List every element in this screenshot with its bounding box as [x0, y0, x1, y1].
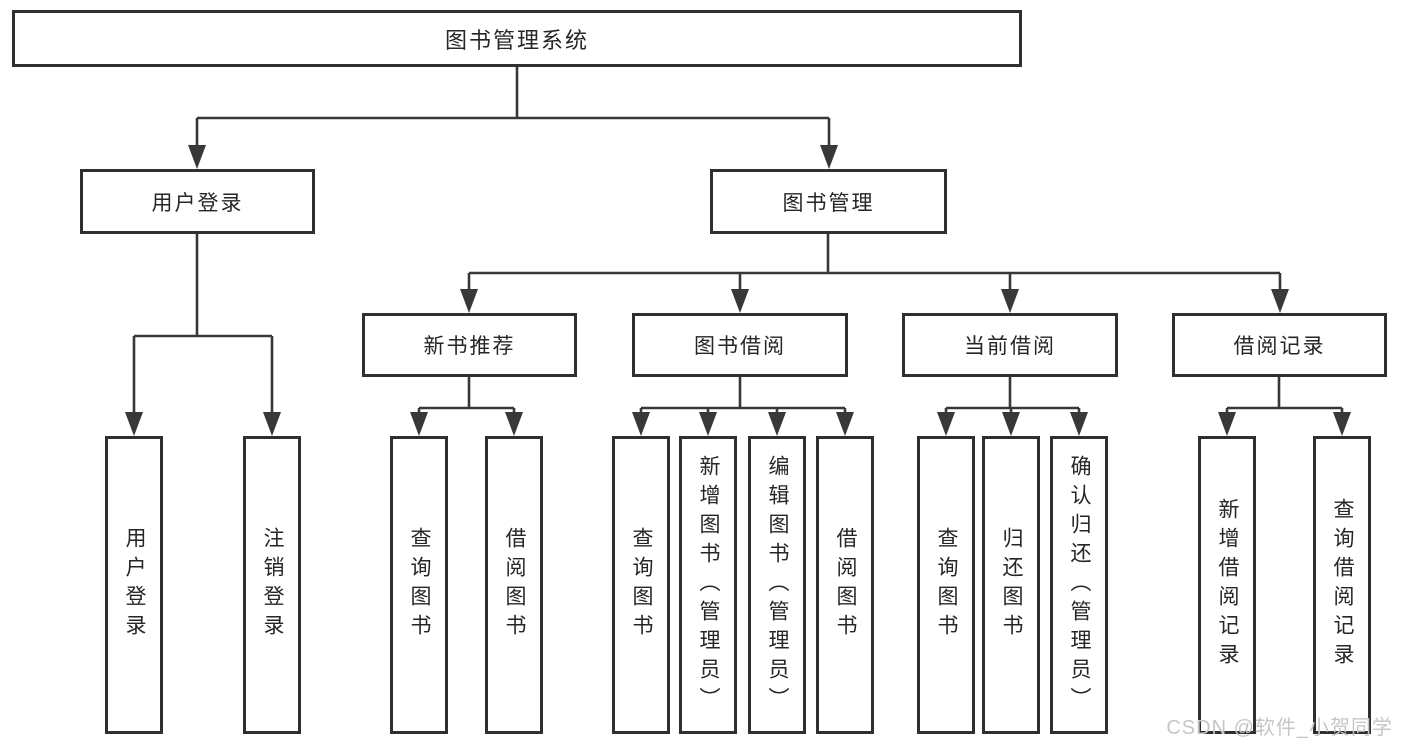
- leaf-current-return-label: 归还图书: [1000, 527, 1023, 643]
- leaf-borrow-borrow-label: 借阅图书: [834, 527, 857, 643]
- node-book-mgmt-label: 图书管理: [782, 191, 875, 215]
- branch-book-borrow: [632, 377, 854, 436]
- leaf-newbook-query-label: 查询图书: [408, 527, 431, 643]
- node-borrow-record: 借阅记录: [1172, 313, 1387, 377]
- leaf-current-confirm-label: 确认归还（管理员）: [1068, 454, 1091, 716]
- leaf-current-confirm: 确认归还（管理员）: [1050, 436, 1108, 734]
- leaf-borrow-borrow: 借阅图书: [816, 436, 874, 734]
- leaf-logout: 注销登录: [243, 436, 301, 734]
- leaf-borrow-add: 新增图书（管理员）: [679, 436, 737, 734]
- node-current-borrow: 当前借阅: [902, 313, 1118, 377]
- node-root-label: 图书管理系统: [444, 27, 589, 53]
- leaf-borrow-query-label: 查询图书: [630, 527, 653, 643]
- node-book-mgmt: 图书管理: [710, 169, 947, 234]
- leaf-record-add-label: 新增借阅记录: [1216, 498, 1239, 672]
- node-new-book-rec: 新书推荐: [362, 313, 577, 377]
- leaf-newbook-borrow-label: 借阅图书: [503, 527, 526, 643]
- leaf-current-query-label: 查询图书: [935, 527, 958, 643]
- leaf-record-query-label: 查询借阅记录: [1331, 498, 1354, 672]
- leaf-current-query: 查询图书: [917, 436, 975, 734]
- leaf-record-query: 查询借阅记录: [1313, 436, 1371, 734]
- leaf-newbook-query: 查询图书: [390, 436, 448, 734]
- leaf-user-login-label: 用户登录: [123, 527, 146, 643]
- leaf-borrow-edit-label: 编辑图书（管理员）: [766, 454, 789, 716]
- branch-new-book-rec: [410, 377, 523, 436]
- node-user-login: 用户登录: [80, 169, 315, 234]
- leaf-borrow-edit: 编辑图书（管理员）: [748, 436, 806, 734]
- branch-book-mgmt: [460, 234, 1289, 313]
- node-current-borrow-label: 当前借阅: [964, 335, 1056, 358]
- leaf-user-login: 用户登录: [105, 436, 163, 734]
- node-book-borrow-label: 图书借阅: [694, 335, 786, 358]
- watermark-text: CSDN @软件_小贺同学: [1166, 717, 1393, 739]
- node-book-borrow: 图书借阅: [632, 313, 848, 377]
- node-user-login-label: 用户登录: [151, 191, 244, 215]
- node-new-book-rec-label: 新书推荐: [423, 335, 516, 358]
- leaf-borrow-add-label: 新增图书（管理员）: [697, 454, 720, 716]
- node-borrow-record-label: 借阅记录: [1233, 335, 1326, 358]
- leaf-newbook-borrow: 借阅图书: [485, 436, 543, 734]
- branch-user-login: [125, 234, 281, 436]
- leaf-current-return: 归还图书: [982, 436, 1040, 734]
- branch-borrow-record: [1218, 377, 1351, 436]
- branch-root: [188, 67, 838, 169]
- leaf-borrow-query: 查询图书: [612, 436, 670, 734]
- branch-current-borrow: [937, 377, 1088, 436]
- leaf-logout-label: 注销登录: [261, 527, 284, 643]
- node-root: 图书管理系统: [12, 10, 1022, 67]
- leaf-record-add: 新增借阅记录: [1198, 436, 1256, 734]
